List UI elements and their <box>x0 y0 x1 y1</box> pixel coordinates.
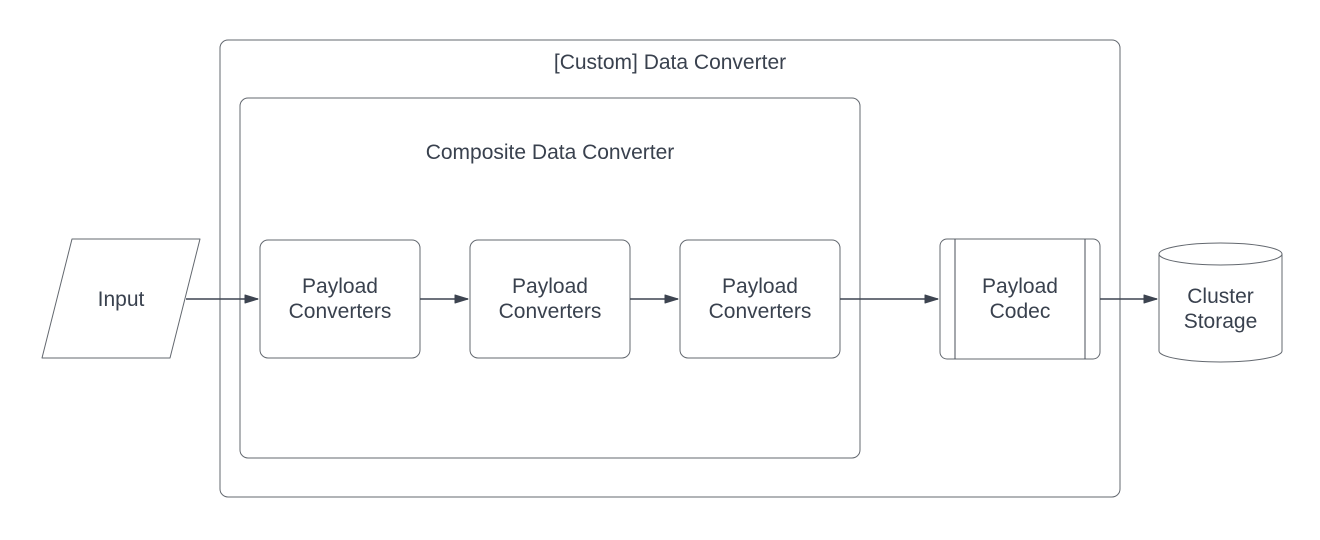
payload-converters-1-shape <box>259 239 421 359</box>
payload-converters-3-shape <box>679 239 841 359</box>
payload-codec-shape <box>939 238 1101 360</box>
payload-converters-2-shape <box>469 239 631 359</box>
cluster-storage-top-ellipse <box>1158 253 1283 266</box>
cluster-storage-shape <box>1158 242 1283 363</box>
input-shape <box>41 238 201 359</box>
